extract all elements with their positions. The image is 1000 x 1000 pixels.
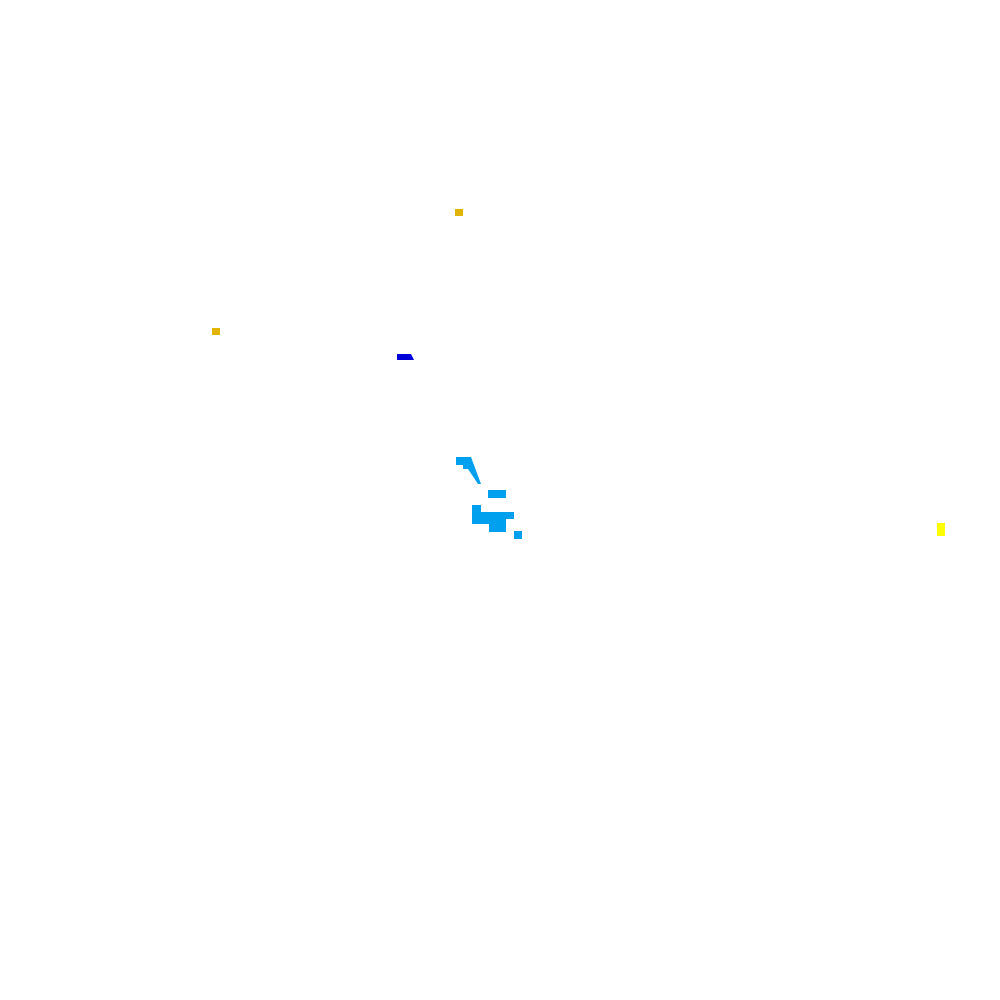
cyan-bar xyxy=(488,490,506,498)
cyan-blob xyxy=(472,505,514,532)
blue-dash xyxy=(397,354,414,360)
cyan-hook xyxy=(456,457,481,484)
yellow-dot-right xyxy=(937,523,945,536)
cyan-dot xyxy=(514,531,522,539)
gold-dot-left xyxy=(212,328,220,335)
gold-dot-top xyxy=(455,209,463,216)
cyan-cluster xyxy=(456,457,522,539)
